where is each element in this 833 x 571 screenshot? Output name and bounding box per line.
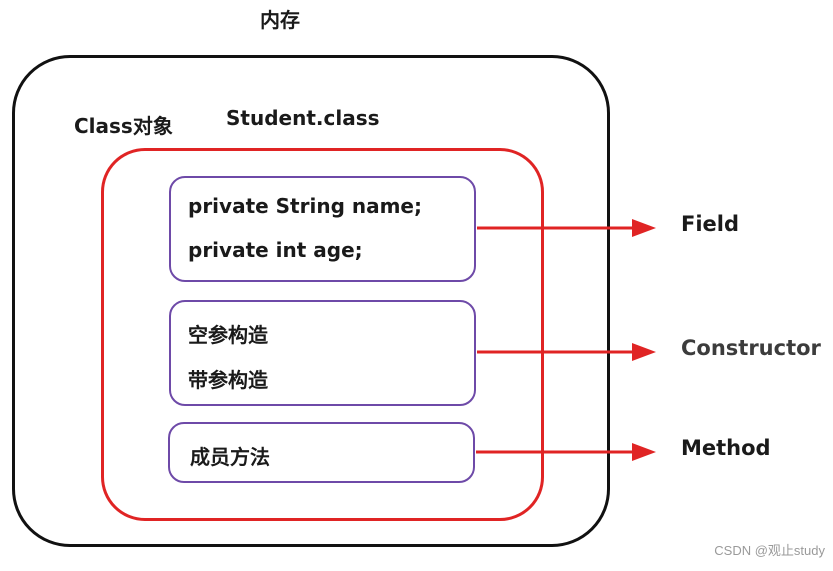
field-line-age: private int age; [188,238,363,262]
constructors-section: 空参构造 带参构造 [169,300,476,406]
class-name-label: Student.class [226,106,380,130]
constructor-line-args: 带参构造 [188,368,268,392]
class-object-label: Class对象 [74,114,173,138]
field-label: Field [681,212,740,236]
constructor-line-noarg: 空参构造 [188,323,268,347]
fields-section: private String name; private int age; [169,176,476,282]
methods-section: 成员方法 [168,422,475,483]
method-line: 成员方法 [190,445,270,469]
memory-title: 内存 [260,8,300,32]
student-class-container [101,148,544,521]
constructor-label: Constructor [681,336,821,360]
field-line-name: private String name; [188,194,422,218]
arrow-constructor [477,343,656,361]
watermark: CSDN @观止study [714,543,825,558]
memory-container [12,55,610,547]
arrow-field [477,219,656,237]
method-label: Method [681,436,771,460]
arrow-method [476,443,656,461]
